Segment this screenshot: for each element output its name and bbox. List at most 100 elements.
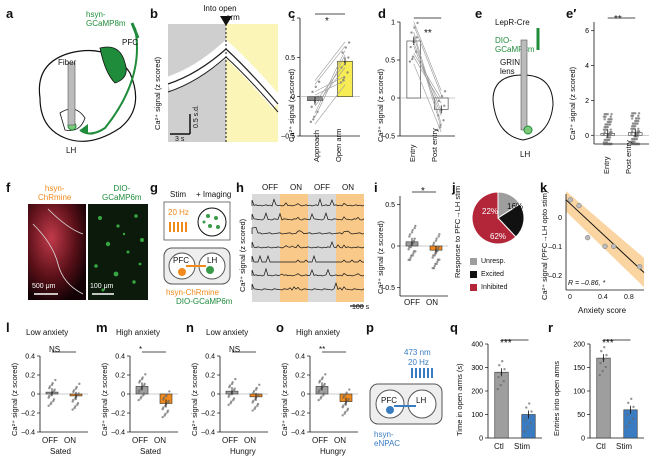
data-point [431, 256, 434, 259]
y-tick-label: 0 [585, 133, 589, 140]
paired-line [314, 63, 346, 103]
panel-m-chart: 0.40.20–0.2–0.4 [111, 351, 178, 437]
data-point [610, 118, 613, 121]
data-point [137, 398, 140, 402]
data-point [322, 394, 325, 397]
trace-row [251, 211, 365, 221]
y-tick-label: 0.2 [295, 373, 305, 380]
panel-f-left-label: hsyn-ChRmine [38, 184, 71, 202]
y-tick-label: 0 [391, 244, 395, 251]
paired-line [314, 84, 346, 125]
data-point [609, 115, 613, 118]
data-point [317, 390, 320, 394]
data-point [604, 115, 607, 118]
data-point [599, 361, 602, 365]
panel-l-sig: NS [49, 345, 61, 354]
y-tick-label: 200 [471, 389, 483, 396]
paired-line [314, 46, 346, 85]
trace-row [251, 281, 365, 291]
data-point [528, 402, 531, 405]
data-point [436, 128, 439, 132]
paired-line [413, 53, 442, 100]
data-point [412, 252, 415, 255]
panel-c-sig: * [325, 16, 329, 27]
panel-p-letter: p [366, 320, 374, 335]
panel-r-letter: r [548, 320, 554, 335]
panel-r-xtick-0: Ctl [596, 442, 606, 451]
data-point [631, 417, 634, 420]
data-point [602, 142, 606, 146]
data-point [227, 403, 230, 407]
data-point [47, 404, 50, 407]
trace-row [251, 227, 365, 235]
data-point [309, 120, 313, 124]
data-point [438, 258, 441, 261]
panel-a-virus-line2: GCaMP8m [86, 19, 126, 28]
data-point [162, 398, 165, 401]
y-tick-label: 0 [291, 94, 295, 101]
data-point [415, 36, 419, 39]
data-point [601, 369, 604, 373]
panel-n-chart: 0.40.20–0.2–0.4 [201, 351, 268, 437]
panel-d-letter: d [378, 6, 386, 21]
y-tick-label: 50 [577, 412, 585, 419]
y-tick-label: –0.4 [21, 430, 35, 437]
data-point [608, 123, 612, 126]
panel-e-letter: e [475, 6, 483, 21]
data-point [438, 233, 441, 236]
data-point [317, 80, 321, 84]
data-point [636, 122, 639, 125]
y-tick-label: 100 [573, 389, 585, 396]
trace-row [251, 254, 364, 263]
panel-b-letter: b [150, 6, 158, 21]
data-point [72, 390, 75, 394]
panel-f-micrographs [28, 204, 148, 300]
data-point [598, 373, 601, 377]
panel-o-chart: 0.40.20–0.2–0.4 [291, 351, 358, 437]
y-tick-label: –0.4 [201, 430, 215, 437]
data-point [344, 46, 348, 49]
data-point [253, 407, 256, 411]
data-point [256, 404, 259, 407]
panel-b-scale-y: 0.5 s.d. [193, 105, 200, 128]
panel-b-title-line1: Into open [203, 4, 237, 13]
panel-p-hz: 20 Hz [408, 358, 429, 367]
panel-k-xtick-2: 0.8 [624, 294, 634, 301]
data-point [432, 266, 436, 270]
panel-f-right-line2: GCaMP6m [102, 193, 142, 202]
data-point [631, 114, 635, 118]
data-point [408, 235, 411, 238]
panel-l-xtick-0: OFF [42, 436, 58, 445]
panel-a-letter: a [6, 6, 14, 21]
panel-k-scatter: 0–0.1–0.2 [548, 191, 645, 291]
data-point [409, 45, 412, 49]
panel-p-schematic [369, 368, 443, 425]
panel-j-letter: j [452, 180, 456, 195]
data-point [346, 409, 349, 412]
data-point [49, 402, 52, 406]
y-tick-label: 6 [585, 28, 589, 35]
data-point [48, 386, 51, 390]
panel-m-xtick-1: ON [154, 436, 166, 445]
data-point [52, 390, 56, 393]
data-point [341, 414, 344, 417]
y-tick-label: –0.4 [291, 430, 305, 437]
data-point [637, 127, 640, 130]
panel-a-lh: LH [66, 146, 77, 155]
data-point [636, 135, 639, 138]
panel-q-xtick-1: Stim [514, 442, 530, 451]
data-point [635, 137, 638, 141]
data-point [410, 31, 413, 34]
y-tick-label: 0 [31, 392, 35, 399]
paired-line [314, 41, 346, 81]
y-tick-label: 200 [573, 342, 585, 349]
panel-g-pfc: PFC [173, 256, 189, 265]
data-point [74, 387, 78, 390]
y-tick-label: 0.5 [285, 55, 295, 62]
paired-line [314, 80, 346, 96]
panel-p-virus1: hsyn- [374, 430, 394, 439]
data-point [413, 237, 416, 240]
data-point [633, 140, 636, 143]
data-point [634, 125, 637, 128]
